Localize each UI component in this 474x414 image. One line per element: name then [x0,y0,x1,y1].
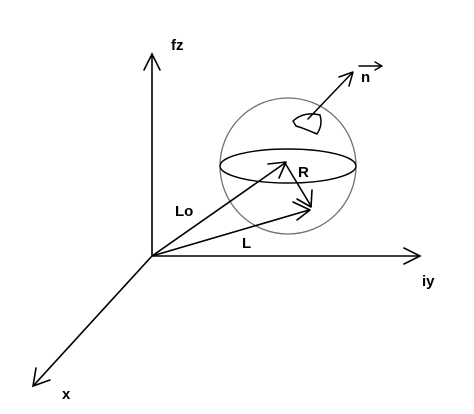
surface-element [292,61,383,135]
z-axis-arrowhead [143,52,161,71]
label-fz: fz [171,37,184,54]
label-x: x [62,386,71,403]
label-lo: Lo [175,203,193,220]
y-axis-arrowhead [403,247,422,265]
vectors [151,161,313,257]
label-r: R [298,164,309,181]
label-l: L [242,235,251,252]
vector-lo-line [151,162,286,257]
vector-r-arrowhead [296,189,313,208]
axes [31,52,422,388]
label-iy: iy [422,273,435,290]
sphere-equator [219,148,357,184]
normal-vector-arrowhead [338,71,354,87]
x-axis-arrowhead [31,367,51,388]
vector-l-line [151,209,310,257]
x-axis-line [33,255,153,386]
vector-r-line [284,162,312,207]
n-overline-arrowhead [374,61,383,71]
sphere-outline [219,97,357,235]
label-n: n [361,69,370,86]
vector-lo-arrowhead [267,161,287,179]
vector-l-arrowhead [292,201,311,221]
normal-vector-line [307,72,353,120]
surface-patch [292,113,322,135]
sphere [219,97,357,235]
